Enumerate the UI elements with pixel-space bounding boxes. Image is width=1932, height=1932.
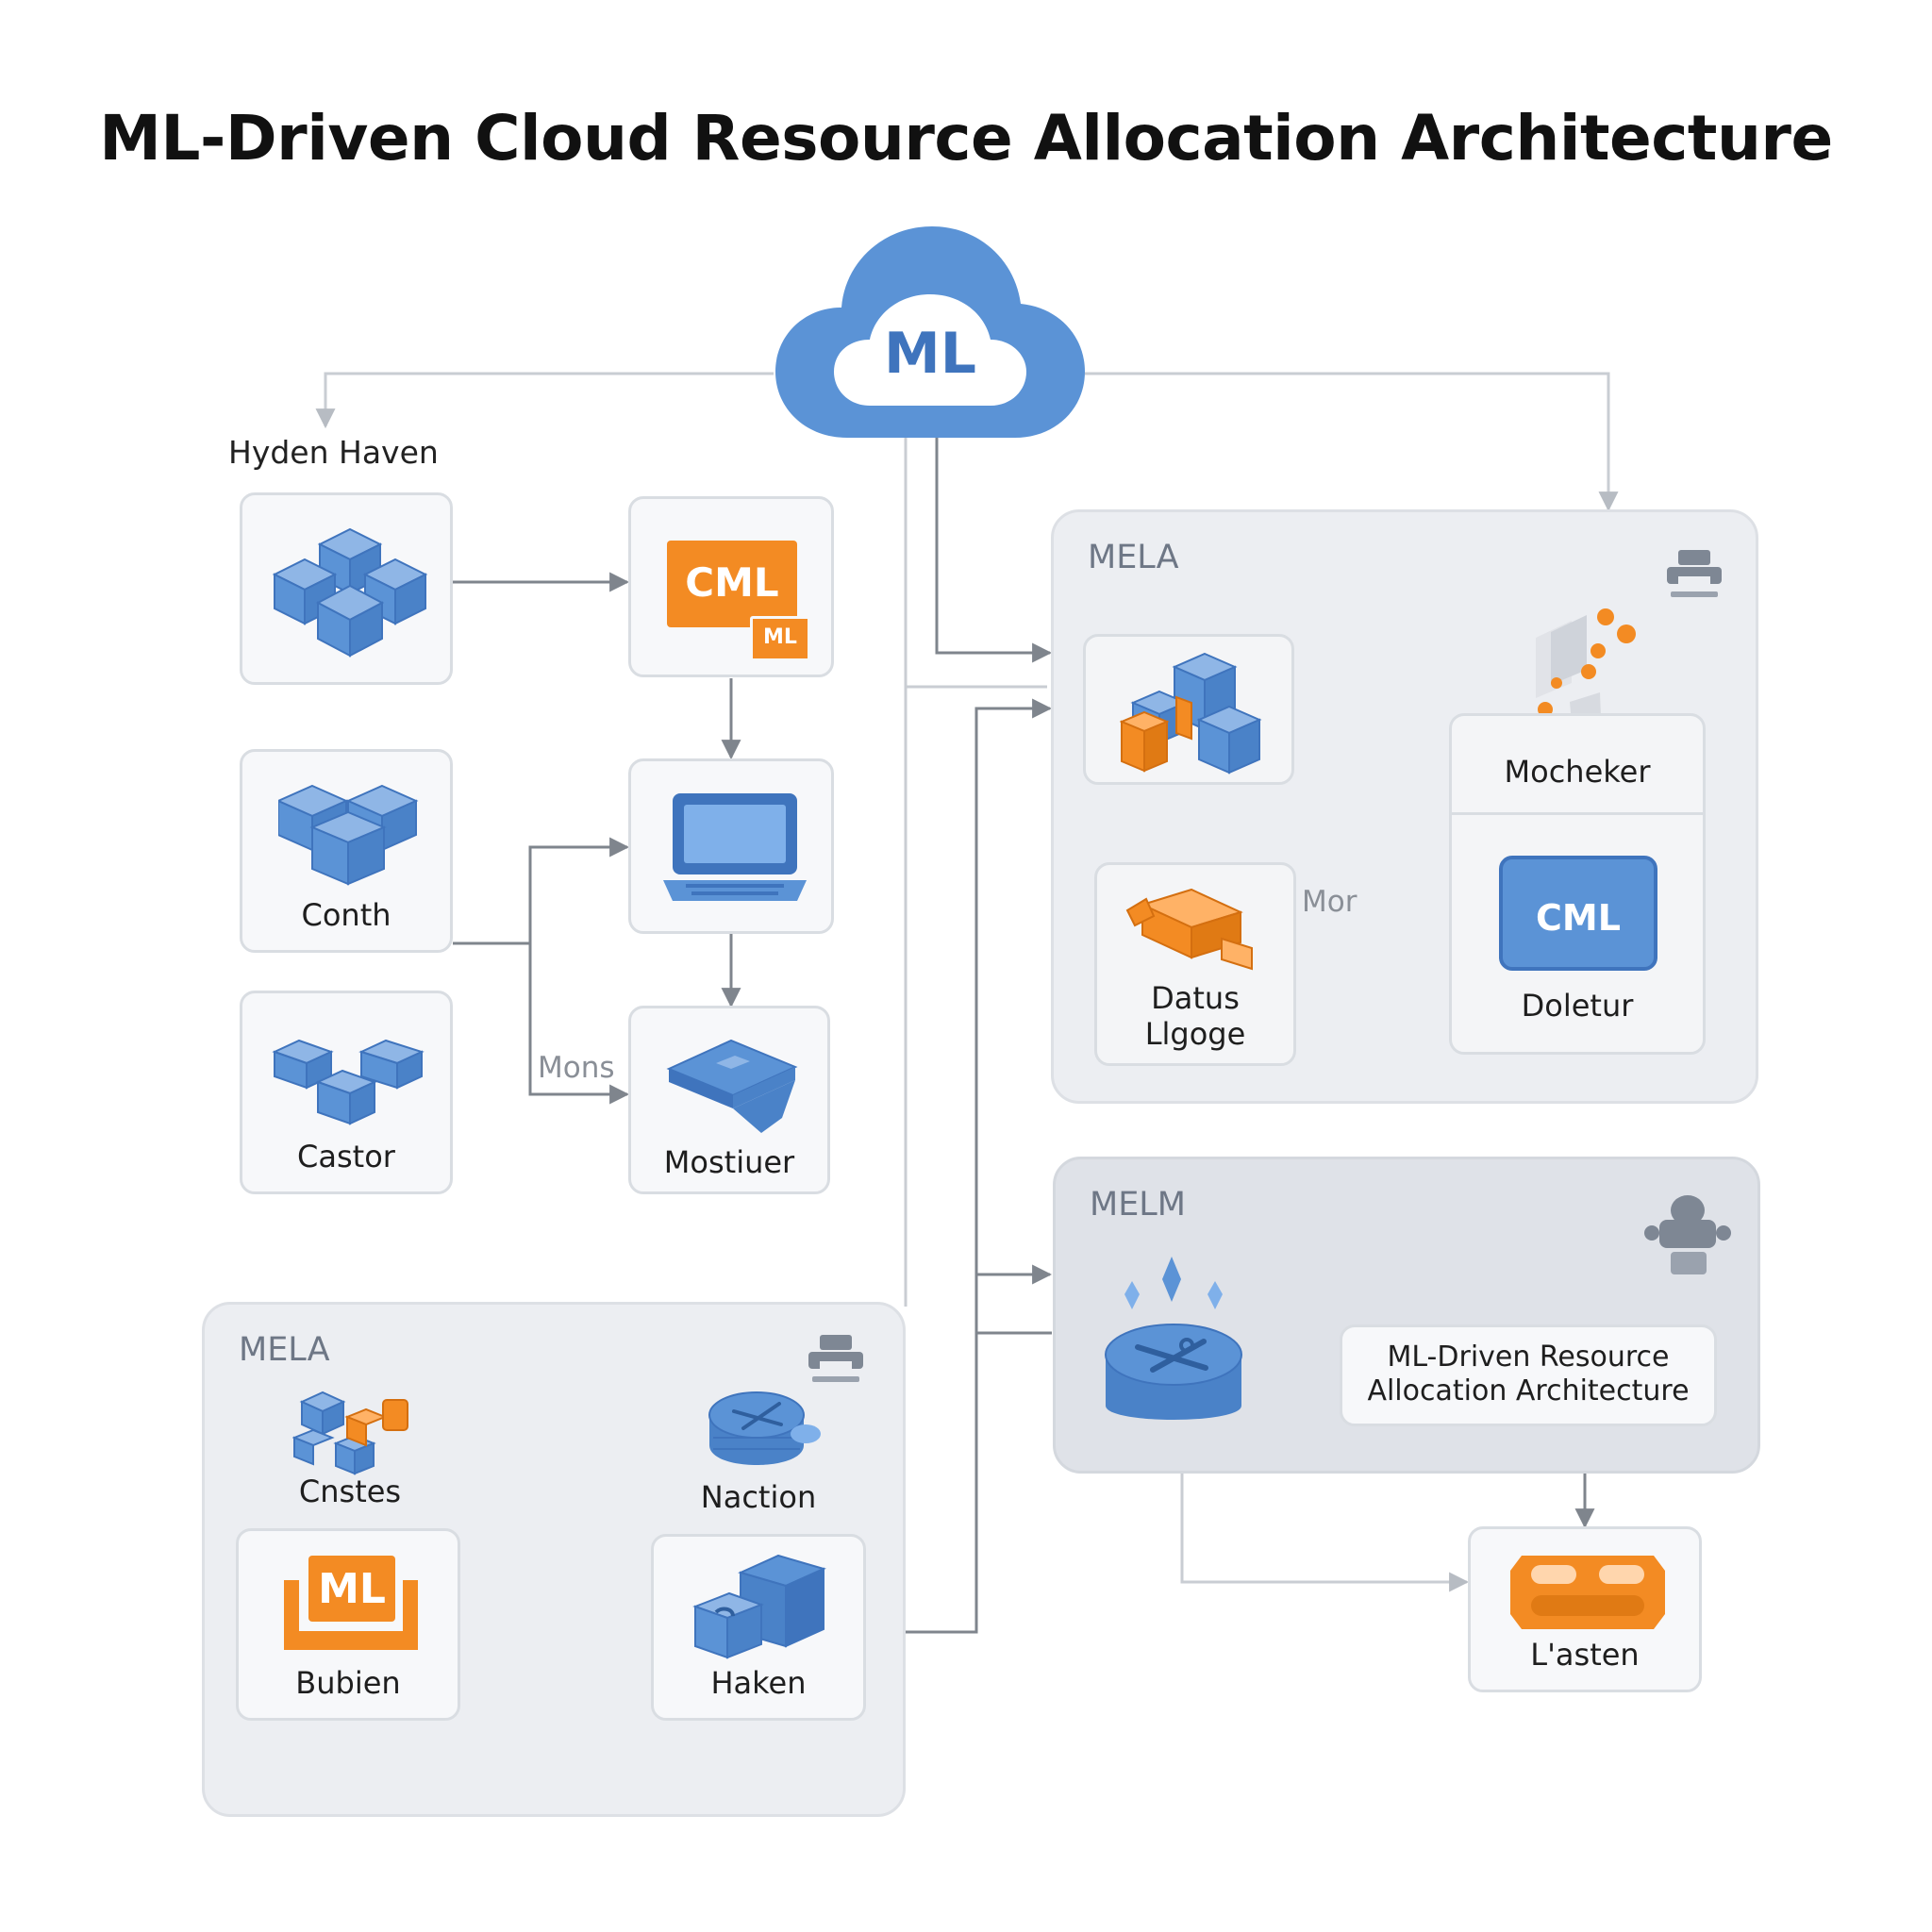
node-castor[interactable]: Castor [240, 991, 453, 1194]
chip-icon [272, 1039, 425, 1125]
node-conth[interactable]: Conth [240, 749, 453, 953]
cml-button[interactable]: CML [1499, 856, 1657, 971]
group-mela-bottom-title: MELA [239, 1331, 330, 1369]
wire-melm-to-lasten [1180, 1472, 1470, 1592]
server-tray-icon [666, 1039, 798, 1133]
cml-card-badge: ML [750, 616, 810, 661]
node-mela-chip[interactable] [1083, 634, 1294, 785]
cnstes-label: Cnstes [298, 1474, 402, 1509]
mostiuer-label: Mostiuer [663, 1144, 795, 1180]
group-mela-top-title: MELA [1088, 539, 1179, 576]
cml-card-label: CML [685, 559, 779, 606]
printer-icon [808, 1335, 863, 1382]
robot-icon [1644, 1195, 1731, 1274]
node-laptop[interactable] [628, 758, 834, 934]
router-icon[interactable] [706, 1387, 824, 1474]
cloud-icon: ML [772, 223, 1089, 443]
node-doletur[interactable]: Mocheker CML Doletur [1449, 713, 1706, 1055]
cloud-label: ML [884, 321, 976, 387]
laptop-icon [663, 793, 807, 901]
wire-cloud-to-mela-right [1085, 372, 1619, 512]
haken-label: Haken [710, 1665, 807, 1701]
node-haken[interactable]: Haken [651, 1534, 866, 1721]
callout-text: ML-Driven Resource Allocation Architectu… [1367, 1341, 1690, 1407]
callout-box: ML-Driven Resource Allocation Architectu… [1340, 1324, 1717, 1426]
edge-label-mons: Mons [538, 1051, 615, 1085]
bubien-badge: ML [318, 1565, 386, 1613]
lasten-label: L'asten [1530, 1637, 1640, 1673]
node-lasten[interactable]: L'asten [1468, 1526, 1702, 1692]
router-icon[interactable] [1100, 1319, 1247, 1443]
cubes-icon [272, 527, 428, 658]
wire-cloud-to-mela [935, 429, 1053, 663]
chip-icon [284, 1556, 418, 1650]
conth-label: Conth [301, 897, 391, 933]
bubien-label: Bubien [295, 1665, 401, 1701]
server-tray-icon [1125, 888, 1253, 971]
cml-card-icon: CML [667, 541, 797, 627]
edge-label-mor: Mor [1302, 885, 1357, 919]
node-bubien[interactable]: ML Bubien [236, 1528, 460, 1721]
cml-button-label: CML [1536, 897, 1621, 939]
diamond-icon [1119, 1255, 1228, 1326]
doletur-divider [1452, 812, 1703, 815]
server-tray-icon [1510, 1556, 1665, 1629]
node-cml-card[interactable]: CML ML [628, 496, 834, 677]
cml-card-badge-label: ML [763, 625, 797, 649]
wire-conth-to-mostiuer [528, 943, 630, 1105]
wire-conth-to-laptop [453, 837, 630, 945]
wire-cloud-to-hyden [315, 372, 774, 429]
naction-label: Naction [700, 1479, 817, 1515]
doletur-label: Doletur [1521, 988, 1634, 1024]
page-title: ML-Driven Cloud Resource Allocation Arch… [99, 102, 1833, 175]
group-melm-title: MELM [1090, 1186, 1187, 1224]
castor-label: Castor [297, 1139, 395, 1174]
node-mostiuer[interactable]: Mostiuer [628, 1006, 830, 1194]
cubes-icon [291, 1389, 411, 1481]
datus-label: Datus Llgoge [1144, 980, 1246, 1052]
hyden-haven-label: Hyden Haven [228, 434, 439, 471]
node-datus[interactable]: Datus Llgoge [1094, 862, 1296, 1066]
cubes-icon [1120, 652, 1262, 774]
wire-haken-to-mela-melm [866, 698, 1053, 1634]
printer-icon [1667, 550, 1722, 597]
cubes-icon [692, 1554, 826, 1659]
node-cubes[interactable] [240, 492, 453, 685]
cubes-icon [278, 784, 419, 886]
mocheker-label: Mocheker [1504, 754, 1651, 790]
